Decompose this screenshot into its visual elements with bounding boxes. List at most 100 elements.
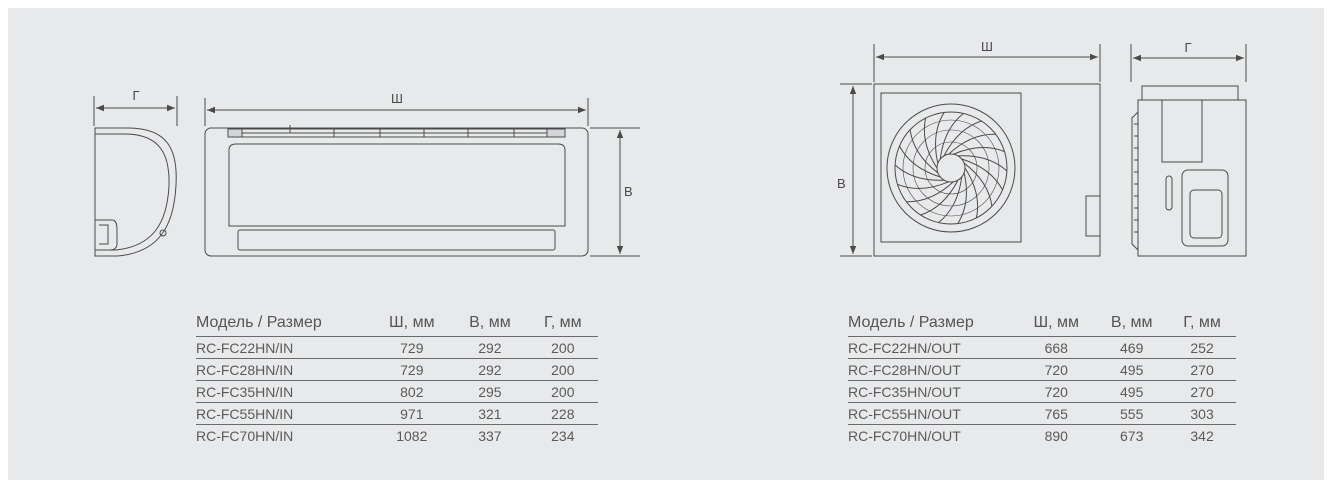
fan-blade-curve <box>923 117 938 169</box>
fan-grille-ring <box>902 119 1000 217</box>
indoor-height-dimension <box>590 127 640 257</box>
fan-blade-curve <box>948 133 996 155</box>
col-header-height: В, мм <box>452 312 528 337</box>
indoor-width-label: Ш <box>391 91 403 106</box>
table-header-row: Модель / Размер Ш, мм В, мм Г, мм <box>848 312 1236 337</box>
table-row: RC-FC70HN/OUT 890 673 342 <box>848 425 1236 447</box>
cell-model: RC-FC55HN/IN <box>196 402 372 425</box>
cell-width: 720 <box>1017 380 1096 403</box>
table-row: RC-FC35HN/OUT 720 495 270 <box>848 380 1236 403</box>
fan-blade-curve <box>938 176 963 223</box>
fan-grille-ring <box>912 129 990 207</box>
cell-height: 495 <box>1095 358 1169 381</box>
table-row: RC-FC55HN/IN 971 321 228 <box>196 402 598 425</box>
outdoor-front-view <box>873 83 1101 257</box>
fan-grille-ring <box>924 141 978 195</box>
col-header-width: Ш, мм <box>1017 312 1096 337</box>
col-header-height: В, мм <box>1095 312 1169 337</box>
table-row: RC-FC22HN/OUT 668 469 252 <box>848 336 1236 359</box>
fan-blade-curve <box>906 181 954 203</box>
table-header-row: Модель / Размер Ш, мм В, мм Г, мм <box>196 312 598 337</box>
cell-height: 555 <box>1095 402 1169 425</box>
cell-model: RC-FC28HN/OUT <box>848 358 1018 381</box>
col-header-model: Модель / Размер <box>848 312 1018 337</box>
fan-blade-curve <box>920 179 959 216</box>
cell-width: 1082 <box>396 427 428 444</box>
cell-width: 971 <box>371 402 453 425</box>
fan-blade-curve <box>897 181 949 189</box>
table-row: RC-FC28HN/IN 729 292 200 <box>196 358 598 381</box>
indoor-depth-label: Г <box>132 88 139 103</box>
fan-blade-curve <box>963 162 993 207</box>
fan-blade-curve <box>961 158 1003 191</box>
cell-height: 673 <box>1120 427 1144 444</box>
fan-blade-curve <box>899 145 941 178</box>
fan-blade-curve <box>909 129 939 174</box>
cell-width: 765 <box>1017 402 1096 425</box>
fan-blade-curve <box>957 155 1008 172</box>
outdoor-width-label: Ш <box>981 39 993 54</box>
fan-blade-curve <box>935 112 945 164</box>
cell-depth: 200 <box>527 336 598 359</box>
outdoor-side-view <box>1131 85 1247 257</box>
cell-height: 469 <box>1095 336 1169 359</box>
cell-depth: 342 <box>1190 427 1214 444</box>
cell-height: 321 <box>452 402 528 425</box>
cell-depth: 270 <box>1168 380 1236 403</box>
indoor-depth-dimension <box>93 96 178 126</box>
outdoor-height-label: В <box>837 176 846 191</box>
table-row: RC-FC55HN/OUT 765 555 303 <box>848 402 1236 425</box>
cell-width: 729 <box>371 336 453 359</box>
cell-model: RC-FC35HN/IN <box>196 380 372 403</box>
fan-blade-curve <box>964 167 979 219</box>
indoor-front-view <box>204 125 589 257</box>
outdoor-fan-grille <box>894 112 1008 224</box>
fan-blade-curve <box>939 113 964 160</box>
cell-height: 295 <box>452 380 528 403</box>
cell-depth: 228 <box>527 402 598 425</box>
cell-height: 337 <box>478 427 502 444</box>
col-header-width: Ш, мм <box>371 312 453 337</box>
cell-height: 292 <box>452 336 528 359</box>
fan-blade-curve <box>943 120 982 157</box>
cell-depth: 252 <box>1168 336 1236 359</box>
cell-model: RC-FC22HN/IN <box>196 336 372 359</box>
outdoor-spec-table: Модель / Размер Ш, мм В, мм Г, мм RC-FC2… <box>848 312 1236 446</box>
cell-model: RC-FC55HN/OUT <box>848 402 1018 425</box>
col-header-model: Модель / Размер <box>196 312 372 337</box>
cell-model: RC-FC35HN/OUT <box>848 380 1018 403</box>
fan-blade-curve <box>957 172 967 224</box>
cell-depth: 200 <box>527 380 598 403</box>
indoor-width-dimension <box>204 98 589 126</box>
fan-blade-curve <box>953 147 1005 155</box>
cell-depth: 200 <box>527 358 598 381</box>
cell-model: RC-FC22HN/OUT <box>848 336 1018 359</box>
outdoor-depth-label: Г <box>1184 40 1191 55</box>
cell-depth: 270 <box>1168 358 1236 381</box>
table-row: RC-FC22HN/IN 729 292 200 <box>196 336 598 359</box>
outdoor-width-dimension <box>873 44 1101 82</box>
col-header-depth: Г, мм <box>1168 312 1236 337</box>
cell-width: 668 <box>1017 336 1096 359</box>
cell-width: 890 <box>1044 427 1068 444</box>
table-row: RC-FC28HN/OUT 720 495 270 <box>848 358 1236 381</box>
cell-model: RC-FC28HN/IN <box>196 358 372 381</box>
cell-depth: 234 <box>551 427 575 444</box>
outdoor-height-dimension <box>840 83 872 257</box>
col-header-depth: Г, мм <box>527 312 598 337</box>
indoor-spec-table: Модель / Размер Ш, мм В, мм Г, мм RC-FC2… <box>196 312 598 446</box>
outdoor-depth-dimension <box>1130 44 1247 82</box>
cell-height: 292 <box>452 358 528 381</box>
table-row: RC-FC70HN/IN 1082 337 234 <box>196 425 598 447</box>
cell-depth: 303 <box>1168 402 1236 425</box>
cell-model: RC-FC70HN/IN <box>196 427 294 444</box>
indoor-height-label: В <box>624 184 633 199</box>
cell-width: 729 <box>371 358 453 381</box>
indoor-side-view <box>94 127 177 257</box>
cell-width: 802 <box>371 380 453 403</box>
cell-height: 495 <box>1095 380 1169 403</box>
table-row: RC-FC35HN/IN 802 295 200 <box>196 380 598 403</box>
fan-blade-curve <box>894 164 945 181</box>
cell-model: RC-FC70HN/OUT <box>848 427 961 444</box>
